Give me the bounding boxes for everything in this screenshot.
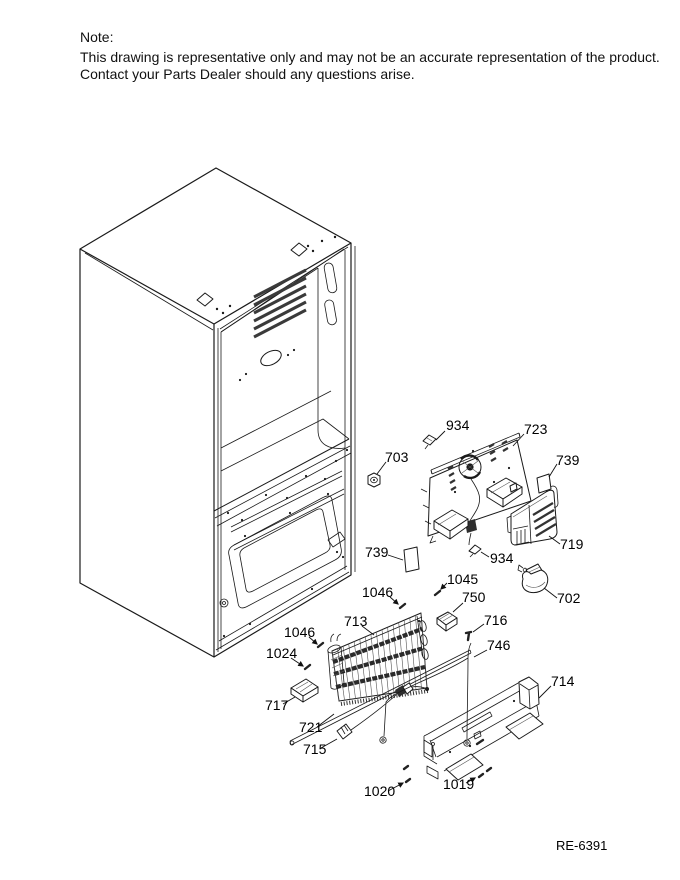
note-block: Note: This drawing is representative onl… (80, 29, 660, 84)
drawing-number: RE-6391 (556, 838, 608, 853)
part-callout-723: 723 (524, 421, 548, 437)
part-callout-739-left: 739 (365, 544, 389, 560)
evaporator-cover-panel-723 (420, 432, 532, 546)
part-callout-739-right: 739 (556, 452, 580, 468)
part-callout-703: 703 (385, 449, 409, 465)
part-callout-746: 746 (487, 637, 511, 653)
part-callout-721: 721 (299, 719, 323, 735)
note-line-2: Contact your Parts Dealer should any que… (80, 66, 415, 82)
part-callout-719: 719 (560, 536, 584, 552)
part-callout-1046-left: 1046 (284, 624, 316, 640)
part-callout-715: 715 (303, 741, 327, 757)
callout-leader-lines (282, 430, 561, 792)
heater-lead-715 (336, 682, 429, 740)
evaporator-713 (327, 612, 429, 706)
fan-motor-702 (517, 563, 549, 594)
part-callout-1024: 1024 (266, 645, 298, 661)
part-callout-702: 702 (557, 590, 581, 606)
refrigerator-cabinet (79, 167, 356, 658)
small-parts (290, 434, 552, 784)
note-heading: Note: (80, 29, 114, 45)
bottom-bracket-714 (423, 676, 544, 781)
louvered-cover-719 (506, 485, 559, 546)
part-callout-1045: 1045 (447, 571, 479, 587)
defrost-heater-rod-721 (289, 649, 472, 746)
part-callout-717: 717 (265, 697, 289, 713)
part-callout-934-top: 934 (446, 417, 470, 433)
note-line-1: This drawing is representative only and … (80, 48, 660, 65)
wire-harness-746 (379, 642, 472, 747)
part-callout-1046-upper: 1046 (362, 584, 394, 600)
part-callout-716: 716 (484, 612, 508, 628)
part-callout-714: 714 (551, 673, 575, 689)
part-callout-1019: 1019 (443, 776, 475, 792)
part-callout-934-bottom: 934 (490, 550, 514, 566)
part-callout-1020: 1020 (364, 783, 396, 799)
part-callout-750: 750 (462, 589, 486, 605)
part-callout-713: 713 (344, 613, 368, 629)
